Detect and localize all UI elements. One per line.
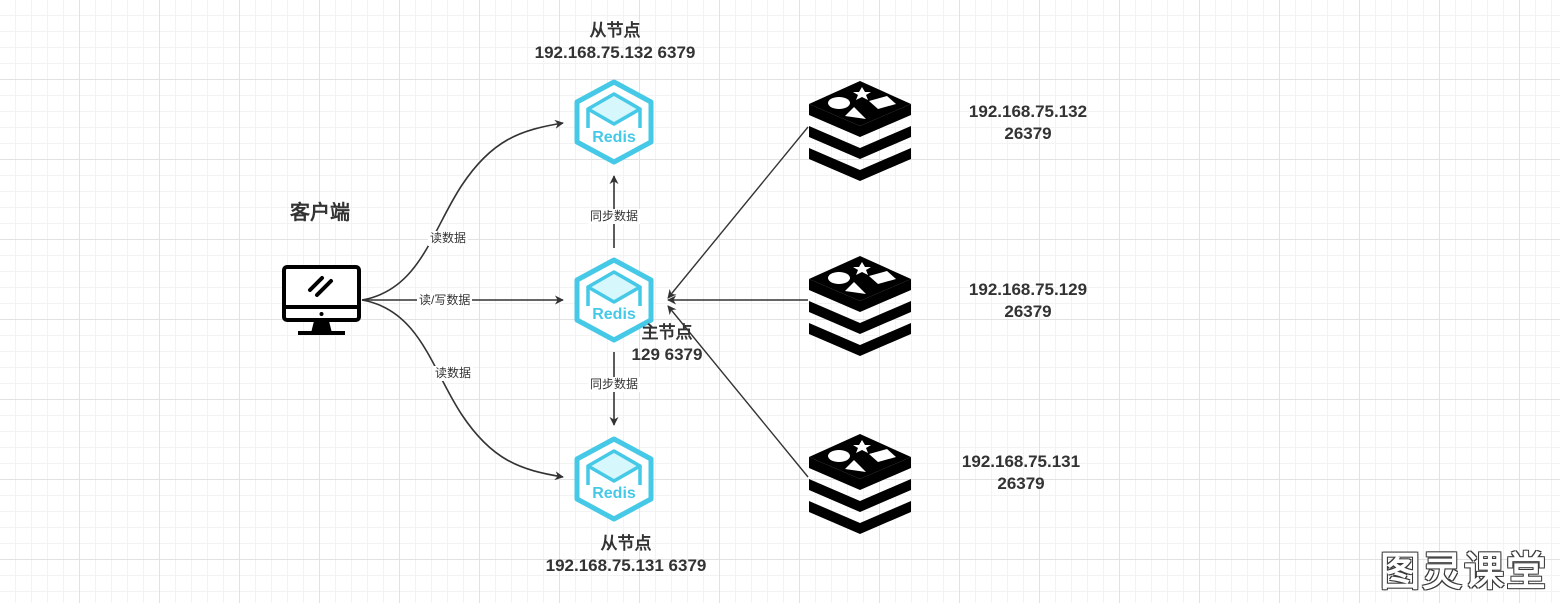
redis-slave-top-icon: Redis <box>577 82 651 162</box>
sentinel-label-2: 192.168.75.129 26379 <box>948 279 1108 323</box>
sentinel-ip: 192.168.75.131 <box>961 452 1081 471</box>
watermark: 图灵课堂 <box>1380 549 1548 595</box>
sentinel-ip: 192.168.75.132 <box>968 102 1088 121</box>
edge-label-read-bottom: 读数据 <box>433 366 474 381</box>
slave-bottom-role: 从节点 <box>600 534 652 553</box>
slave-top-role: 从节点 <box>589 21 641 40</box>
slave-bottom-address: 192.168.75.131 6379 <box>545 556 707 575</box>
edge-label-sync-bottom: 同步数据 <box>588 377 641 392</box>
sentinel-port: 26379 <box>1004 124 1052 143</box>
edge-read-bottom <box>361 299 564 481</box>
master-role: 主节点 <box>641 323 693 342</box>
edge-label-sync-top: 同步数据 <box>588 209 641 224</box>
redis-stack-icon <box>809 434 911 534</box>
sentinel-ip: 192.168.75.129 <box>968 280 1088 299</box>
redis-badge-top: Redis <box>592 129 636 146</box>
redis-stack-icon <box>809 81 911 181</box>
sentinel-port: 26379 <box>1004 302 1052 321</box>
slave-top-address: 192.168.75.132 6379 <box>534 43 696 62</box>
redis-master-icon: Redis <box>577 260 651 340</box>
client-label: 客户端 <box>290 202 350 224</box>
edge-sentinel-bottom <box>667 305 809 478</box>
redis-badge-master: Redis <box>592 306 636 323</box>
slave-bottom-label: 从节点 192.168.75.131 6379 <box>516 533 736 577</box>
sentinel-port: 26379 <box>997 474 1045 493</box>
master-address: 129 6379 <box>631 345 703 364</box>
redis-slave-bottom-icon: Redis <box>577 439 651 519</box>
monitor-icon <box>282 265 361 335</box>
master-label: 主节点 129 6379 <box>612 322 722 366</box>
edge-label-read-top: 读数据 <box>428 231 469 246</box>
sentinel-label-1: 192.168.75.132 26379 <box>948 101 1108 145</box>
sentinel-label-3: 192.168.75.131 26379 <box>941 451 1101 495</box>
redis-badge-bottom: Redis <box>592 485 636 502</box>
edge-label-read-write: 读/写数据 <box>417 293 473 308</box>
slave-top-label: 从节点 192.168.75.132 6379 <box>505 20 725 64</box>
redis-stack-icon <box>809 256 911 356</box>
edge-sentinel-top <box>667 126 809 299</box>
edge-read-top <box>361 119 564 301</box>
